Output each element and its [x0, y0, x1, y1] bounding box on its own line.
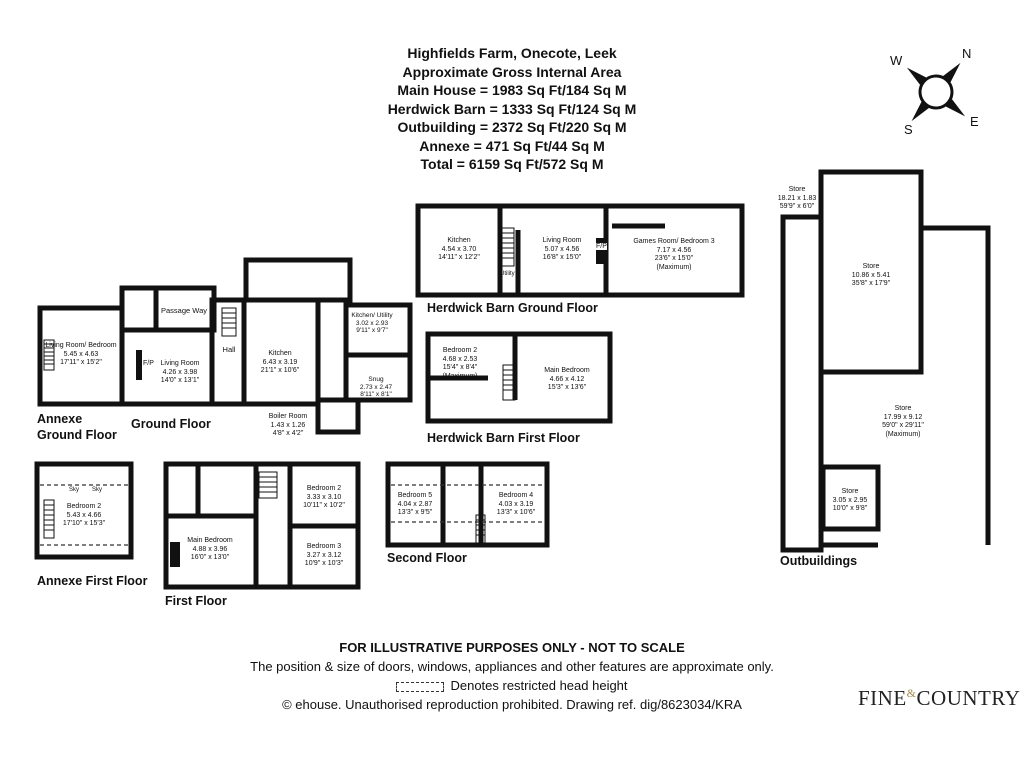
fine-and-country-logo: FINE&COUNTRY [858, 686, 1021, 710]
room-label-utility: Utility [500, 271, 515, 277]
floor-label-outbuildings: Outbuildings [780, 554, 858, 568]
room-label-barn-bedroom-2: Bedroom 2 4.68 x 2.53 15'4" x 8'4" (Maxi… [442, 347, 478, 380]
area-herdwick-barn: Herdwick Barn = 1333 Sq Ft/124 Sq M [387, 100, 637, 117]
room-label-kitchen-utility: Kitchen/ Utility 3.02 x 2.93 9'11" x 9'7… [351, 312, 393, 334]
room-label-store-upper: Store 10.86 x 5.41 35'8" x 17'9" [851, 263, 891, 287]
compass-e: E [970, 114, 979, 129]
floor-label-annexe-first: Annexe First Floor [37, 574, 148, 588]
outbuilding-long-store-walls [780, 214, 824, 553]
outbuilding-small-store-walls [820, 464, 881, 532]
room-label-bedroom-3: Bedroom 3 3.27 x 3.12 10'9" x 10'3" [304, 543, 344, 567]
room-label-store-large: Store 17.99 x 9.12 59'0" x 29'11" (Maxim… [882, 405, 924, 438]
back-porch-walls [243, 257, 353, 303]
room-label-bedroom-2: Bedroom 2 3.33 x 3.10 10'11" x 10'2" [303, 485, 345, 509]
room-label-living-room: Living Room 4.26 x 3.98 14'0" x 13'1" [160, 360, 200, 384]
snug-walls [343, 352, 413, 403]
floor-label-ground: Ground Floor [131, 417, 211, 431]
room-label-kitchen: Kitchen 6.43 x 3.19 21'1" x 10'6" [260, 350, 300, 374]
room-label-barn-living-room: Living Room 5.07 x 4.56 16'8" x 15'0" [542, 237, 582, 261]
title-block: Highfields Farm, Onecote, Leek Approxima… [312, 44, 712, 174]
annexe-bedroom-walls [34, 461, 134, 560]
room-label-boiler-room: Boiler Room 1.43 x 1.26 4'8" x 4'2" [268, 413, 308, 437]
floor-label-annexe-ground: Annexe Ground Floor [37, 412, 117, 442]
area-annexe: Annexe = 471 Sq Ft/44 Sq M [419, 137, 605, 154]
second-floor-walls [385, 461, 550, 548]
room-label-annexe-bedroom-2: Bedroom 2 5.43 x 4.66 17'10" x 15'3" [62, 503, 106, 527]
compass-s: S [904, 122, 913, 137]
footer: FOR ILLUSTRATIVE PURPOSES ONLY - NOT TO … [200, 638, 824, 714]
ground-wc-walls [119, 285, 159, 333]
area-total: Total = 6159 Sq Ft/572 Sq M [420, 156, 604, 172]
room-label-store-small: Store 3.05 x 2.95 10'0" x 9'8" [832, 488, 868, 512]
skylight-label: Sky [69, 487, 80, 493]
area-heading: Approximate Gross Internal Area [402, 63, 622, 80]
room-label-main-bedroom: Main Bedroom 4.88 x 3.96 16'0" x 13'0" [187, 537, 233, 561]
barn-ground-walls [415, 203, 745, 298]
room-label-annexe-living-bedroom: Living Room/ Bedroom 5.45 x 4.63 17'11" … [45, 342, 117, 366]
room-label-bedroom-4: Bedroom 4 4.03 x 3.19 13'3" x 10'6" [496, 492, 536, 516]
area-main-house: Main House = 1983 Sq Ft/184 Sq M [397, 82, 627, 98]
approximation-note: The position & size of doors, windows, a… [250, 659, 774, 674]
room-label-passage-way: Passage Way [161, 306, 207, 315]
room-label-barn-main-bedroom: Main Bedroom 4.66 x 4.12 15'3" x 13'6" [544, 367, 590, 391]
floor-label-barn-ground: Herdwick Barn Ground Floor [427, 301, 598, 315]
rear-corridor-walls [315, 297, 349, 403]
compass-w: W [890, 53, 903, 68]
room-label-barn-kitchen: Kitchen 4.54 x 3.70 14'11" x 12'2" [438, 237, 480, 261]
property-name: Highfields Farm, Onecote, Leek [407, 45, 617, 61]
floor-label-barn-first: Herdwick Barn First Floor [427, 431, 580, 445]
legend-restricted-head-height: Denotes restricted head height [200, 676, 824, 695]
dashed-line-icon [396, 681, 445, 692]
disclaimer: FOR ILLUSTRATIVE PURPOSES ONLY - NOT TO … [339, 640, 685, 655]
floor-label-first: First Floor [165, 594, 227, 608]
skylight-label: Sky [92, 487, 103, 493]
area-outbuilding: Outbuilding = 2372 Sq Ft/220 Sq M [397, 119, 627, 135]
copyright: © ehouse. Unauthorised reproduction proh… [282, 697, 742, 712]
barn-fireplace-label: F/P [596, 243, 607, 250]
floor-label-second: Second Floor [387, 551, 467, 565]
room-label-games-room: Games Room/ Bedroom 3 7.17 x 4.56 23'6" … [633, 238, 715, 271]
boiler-room-walls [315, 397, 361, 435]
room-label-hall: Hall [222, 345, 236, 354]
room-label-bedroom-5: Bedroom 5 4.04 x 2.87 13'3" x 9'5" [397, 492, 433, 516]
outbuilding-store-walls [818, 169, 924, 375]
room-label-snug: Snug 2.73 x 2.47 8'11" x 8'1" [359, 376, 393, 398]
room-label-store-long: Store 18.21 x 1.83 59'9" x 6'0" [777, 186, 817, 212]
fireplace-label: F/P [143, 360, 154, 367]
compass-n: N [962, 46, 972, 61]
